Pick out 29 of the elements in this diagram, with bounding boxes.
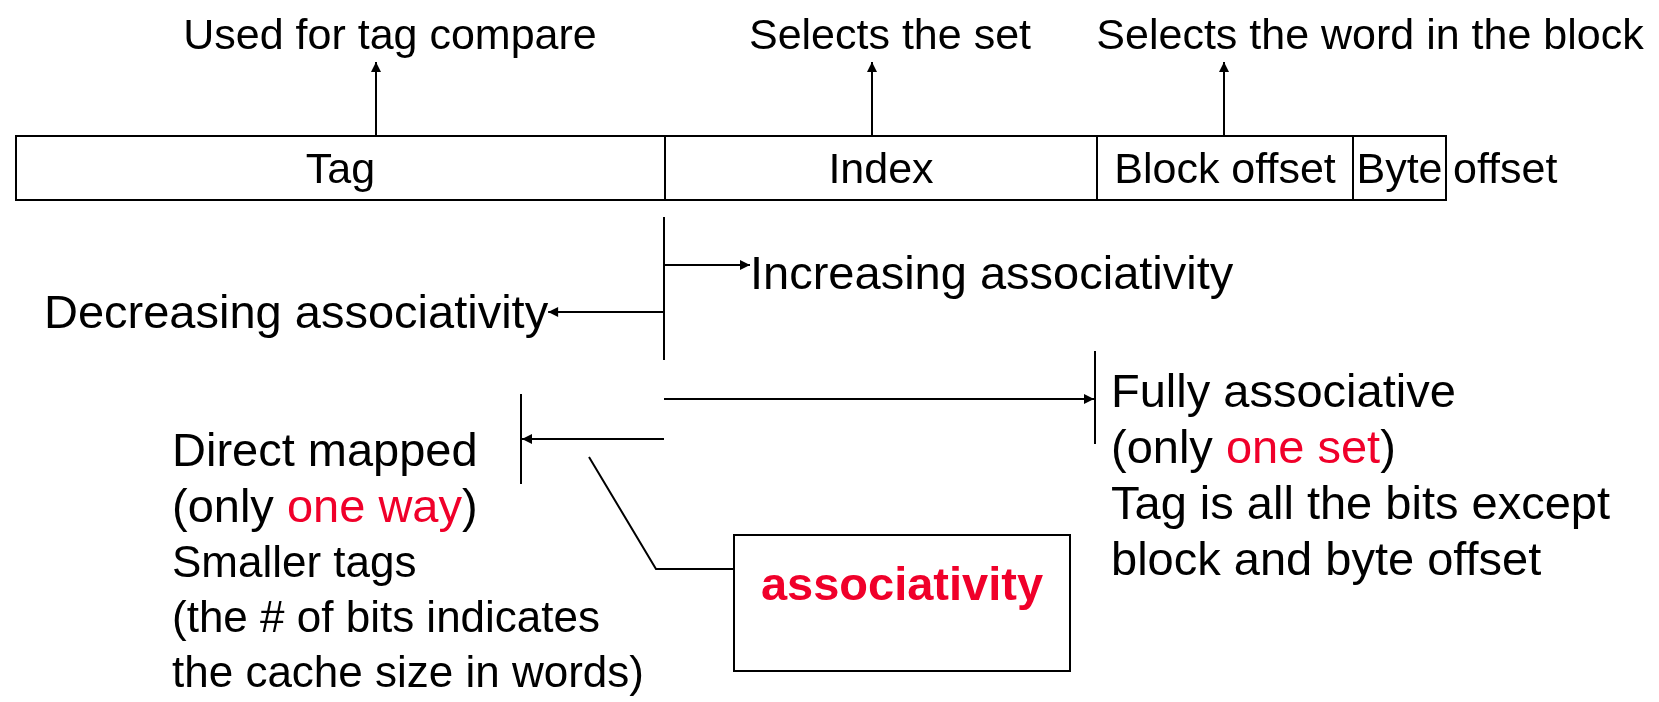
annotation-text: Direct mapped (only one way)	[172, 422, 479, 534]
arrow	[663, 394, 1095, 404]
bit-field	[1352, 135, 1447, 201]
arrow	[371, 61, 381, 136]
field-label: Index	[828, 143, 934, 194]
annotation-text: Selects the set	[740, 6, 1040, 62]
annotation-text: offset	[1453, 143, 1558, 194]
field-label: Byte	[1356, 143, 1443, 194]
arrow	[867, 61, 877, 136]
arrow	[664, 260, 751, 270]
field-label: Tag	[305, 143, 376, 194]
arrow	[1219, 61, 1229, 136]
bit-field	[664, 135, 1098, 201]
annotation-text: Tag is all the bits except block and byte offset	[1111, 475, 1611, 587]
annotation-text: Increasing associativity	[750, 245, 1234, 301]
annotation-text: Used for tag compare	[180, 6, 600, 62]
callout-text: associativity	[760, 556, 1044, 612]
annotation-text: Decreasing associativity	[44, 284, 549, 340]
field-label: Block offset	[1114, 143, 1336, 194]
annotation-text: Fully associative (only one set)	[1111, 363, 1457, 475]
leader-line	[588, 456, 734, 570]
arrow	[547, 307, 664, 317]
callout-box	[733, 534, 1071, 672]
arrow	[521, 434, 665, 444]
annotation-text: Smaller tags	[172, 536, 418, 588]
annotation-text: (the # of bits indicates the cache size in words)	[172, 591, 645, 698]
bit-field	[1096, 135, 1354, 201]
annotation-text: Selects the word in the block	[1088, 6, 1652, 62]
bit-field	[15, 135, 666, 201]
